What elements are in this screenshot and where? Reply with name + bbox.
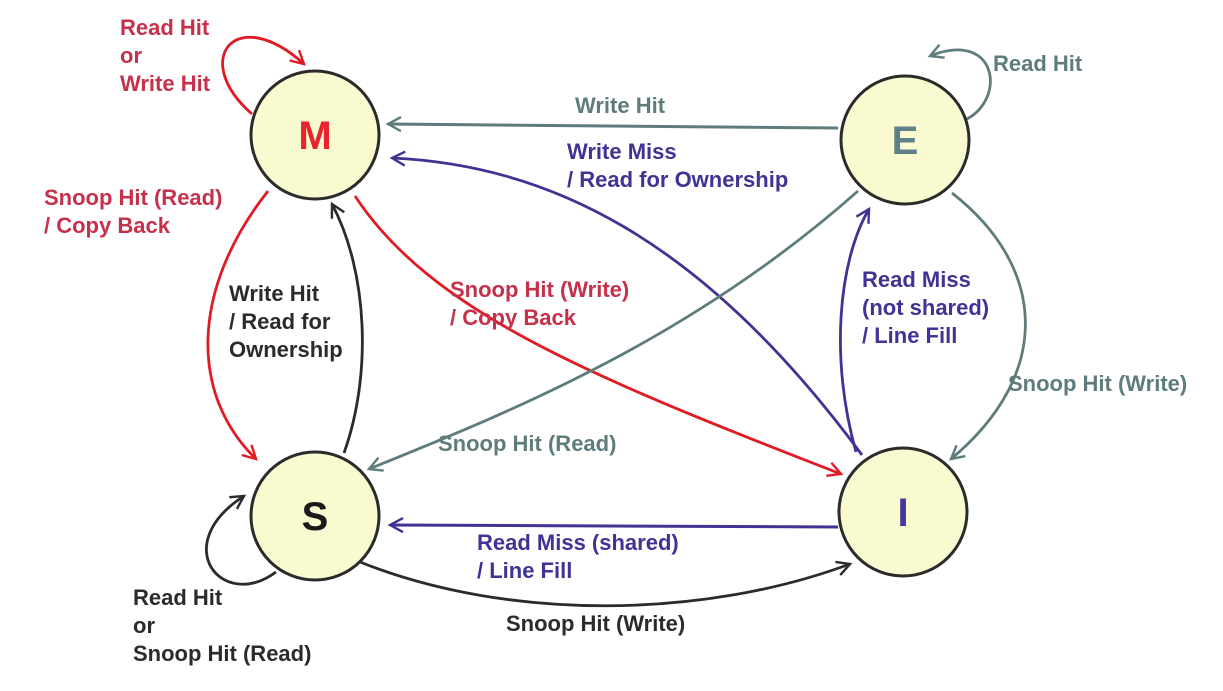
arrow-e-to-m: [385, 116, 839, 133]
state-shared-letter: S: [302, 495, 329, 539]
state-exclusive-letter: E: [892, 119, 919, 163]
arrow-m-to-i: [353, 195, 844, 478]
state-exclusive-circle: [839, 74, 971, 206]
state-invalid-circle: [837, 446, 969, 578]
label-e-to-m: Write Hit: [575, 93, 666, 118]
arrow-e-self-loop: [927, 43, 992, 124]
arrow-m-self-loop: [221, 35, 306, 116]
label-m-to-s: Snoop Hit (Read) / Copy Back: [44, 185, 223, 238]
label-i-to-m: Write Miss / Read for Ownership: [567, 139, 789, 192]
label-e-self-loop: Read Hit: [993, 51, 1083, 76]
label-m-self-loop: Read Hit or Write Hit: [120, 15, 211, 96]
arrow-s-to-i: [359, 560, 853, 608]
state-invalid-letter: I: [897, 491, 908, 535]
arrow-e-to-i: [949, 191, 1027, 461]
label-m-to-i: Snoop Hit (Write) / Copy Back: [450, 277, 630, 330]
arrow-m-to-s: [206, 190, 270, 461]
arrow-i-to-s: [387, 516, 839, 534]
label-s-to-i: Snoop Hit (Write): [506, 611, 686, 636]
label-s-to-m: Write Hit / Read for Ownership: [229, 281, 343, 362]
state-modified-circle: [249, 69, 381, 201]
arrow-i-to-m: [389, 150, 864, 456]
arrow-s-to-m: [330, 201, 364, 454]
label-i-to-e: Read Miss (not shared) / Line Fill: [862, 267, 990, 348]
arrow-s-self-loop: [205, 494, 277, 586]
label-e-to-i: Snoop Hit (Write): [1008, 371, 1188, 396]
label-e-to-s: Snoop Hit (Read): [438, 431, 617, 456]
arrow-i-to-e: [839, 206, 871, 453]
label-s-self-loop: Read Hit or Snoop Hit (Read): [133, 585, 312, 666]
label-i-to-s: Read Miss (shared) / Line Fill: [477, 530, 679, 583]
state-modified-letter: M: [298, 114, 331, 158]
state-shared-circle: [249, 450, 381, 582]
arrow-e-to-s: [366, 189, 859, 472]
